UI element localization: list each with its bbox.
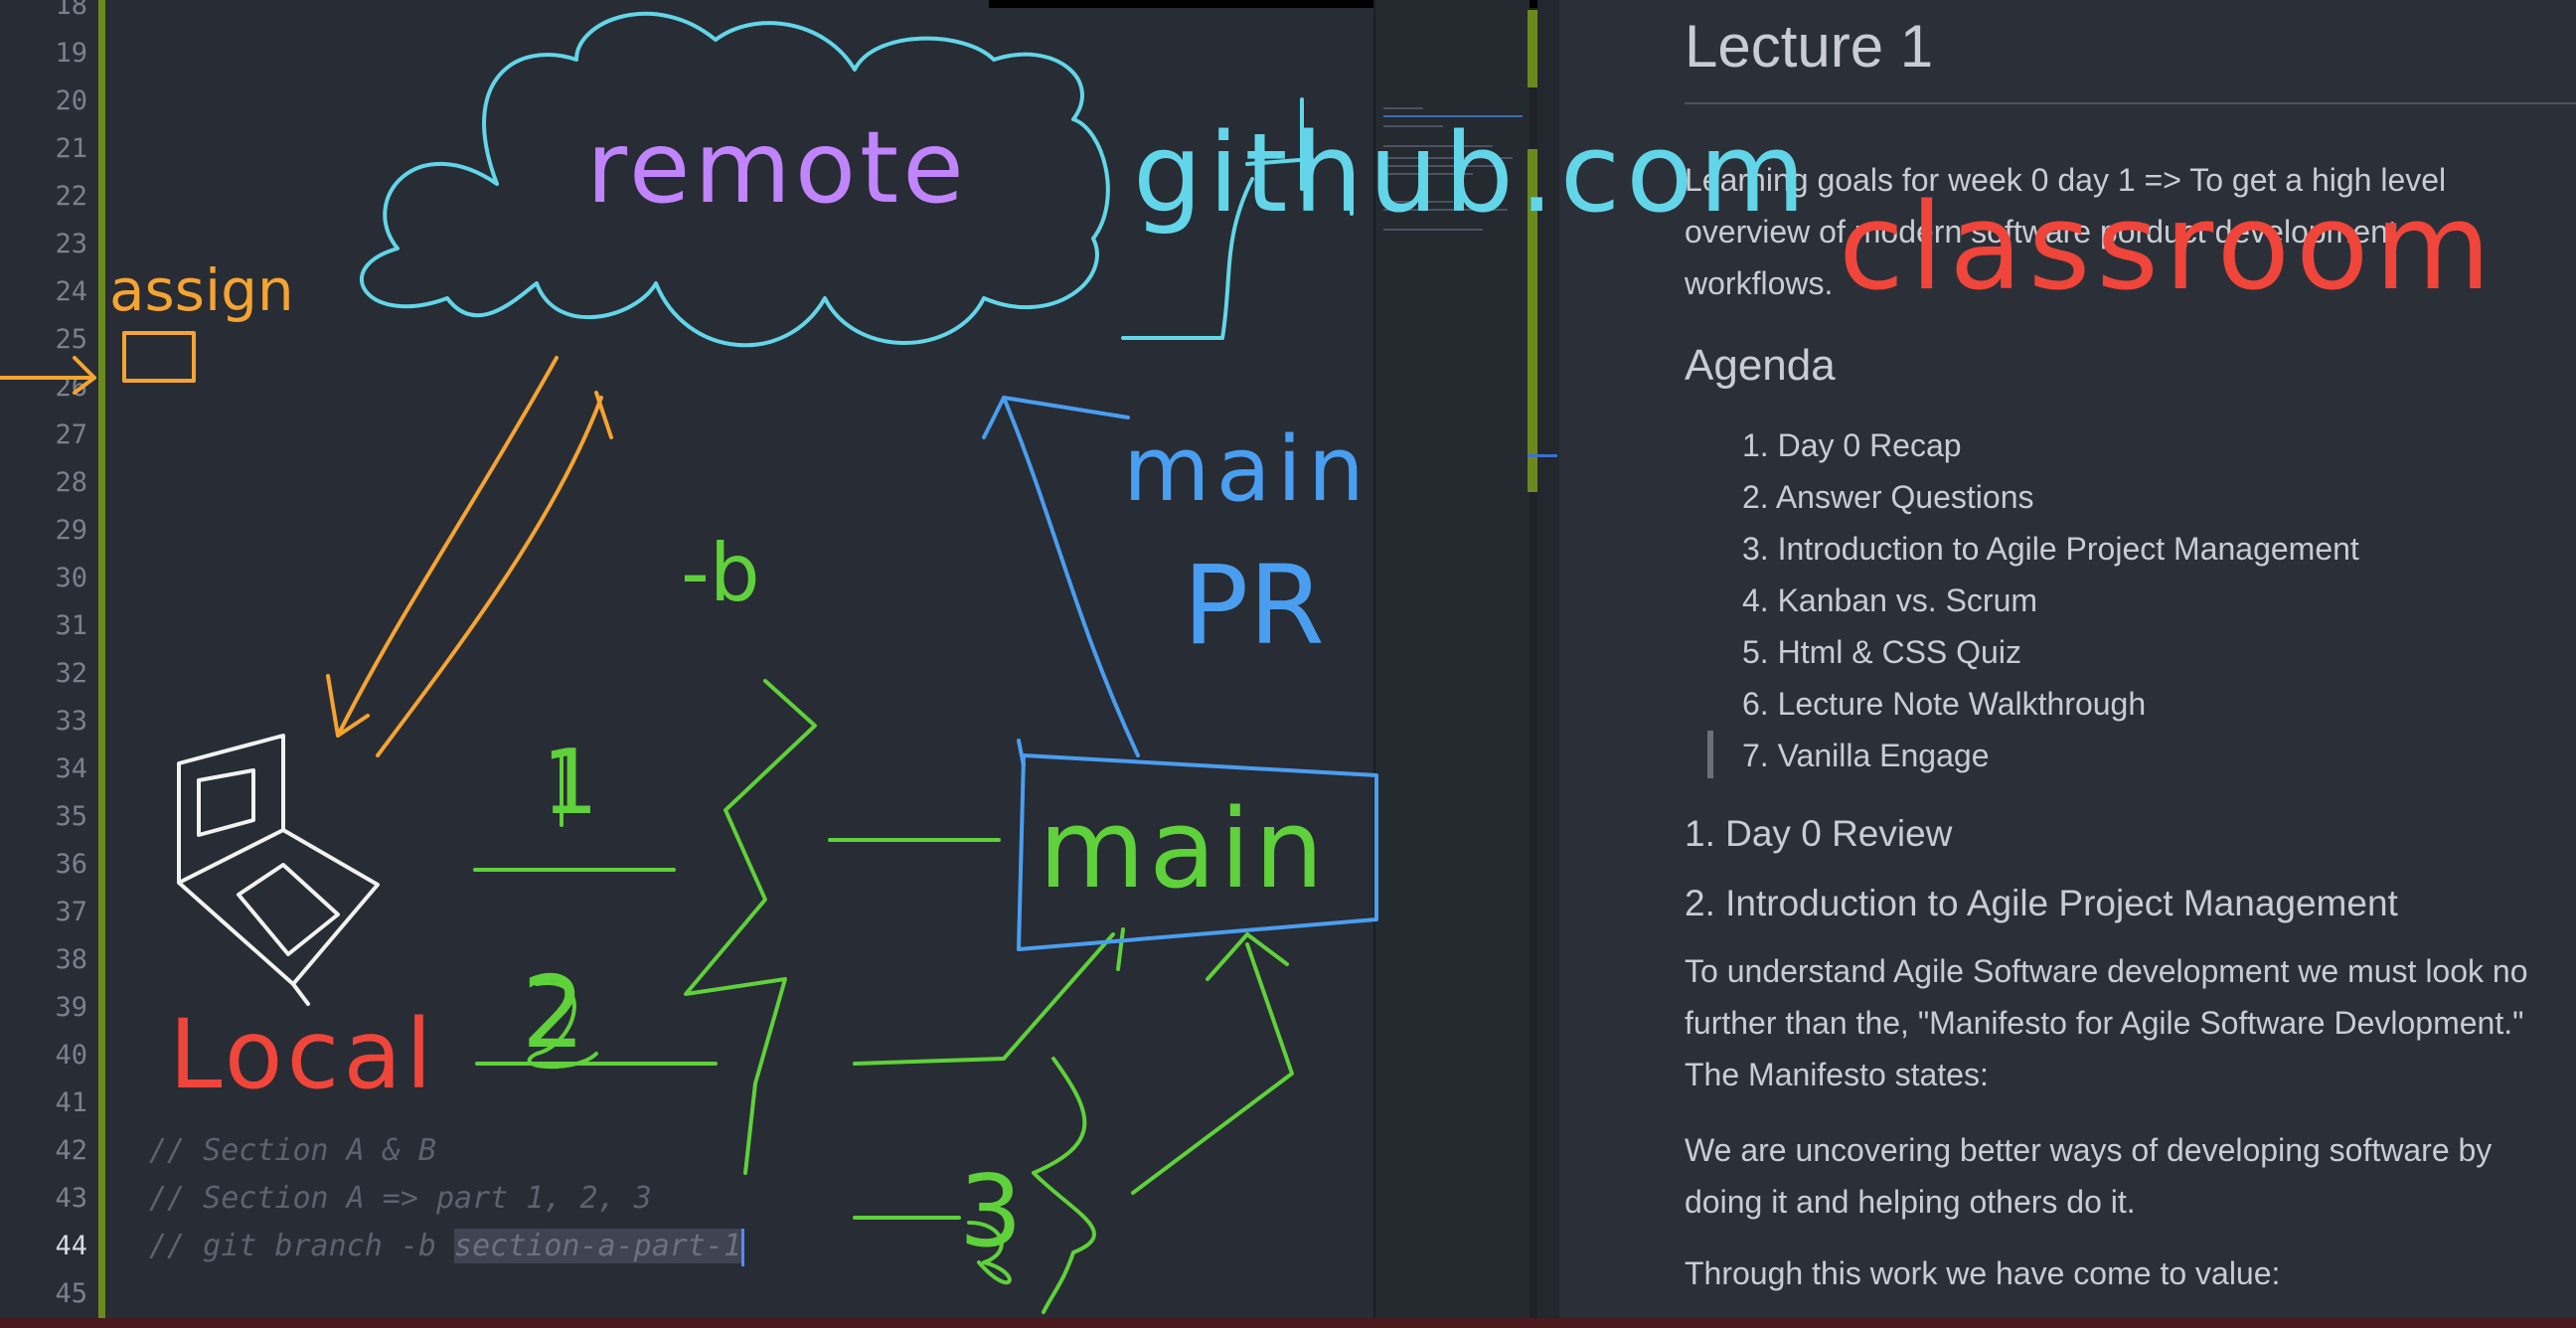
line-number: 37 — [55, 897, 87, 927]
minimap-change-marker — [1528, 149, 1537, 492]
page-title: Lecture 1 — [1685, 13, 1934, 80]
agenda-item: 4. Kanban vs. Scrum — [1742, 582, 2038, 618]
section-paragraph: We are uncovering better ways of develop… — [1685, 1132, 2493, 1220]
code-line[interactable]: // Section A => part 1, 2, 3 — [149, 1181, 652, 1216]
agenda-item: 6. Lecture Note Walkthrough — [1742, 686, 2147, 722]
branch-2-label: 2 — [522, 954, 585, 1071]
main-label: main — [1123, 417, 1370, 522]
find-widget — [989, 0, 1610, 8]
line-number: 27 — [55, 419, 87, 450]
minimap-line — [1383, 209, 1508, 211]
line-number: 22 — [55, 181, 87, 212]
minimap-line — [1383, 125, 1443, 127]
line-number: 26 — [55, 372, 87, 403]
minimap-change-marker — [1528, 10, 1537, 87]
minimap-line — [1383, 107, 1423, 109]
text-cursor — [741, 1228, 745, 1266]
line-number: 40 — [55, 1040, 87, 1071]
line-number: 23 — [55, 229, 87, 259]
local-label: Local — [169, 999, 436, 1110]
minimap-line — [1383, 165, 1503, 167]
agenda-heading: Agenda — [1685, 341, 1836, 390]
minimap[interactable] — [1373, 0, 1530, 1318]
line-number: 21 — [55, 133, 87, 164]
code-line[interactable]: // Section A & B — [149, 1133, 436, 1168]
remote-label: remote — [586, 109, 968, 226]
line-number: 29 — [55, 515, 87, 546]
line-number: 32 — [55, 658, 87, 689]
section-paragraph: Through this work we have come to value: — [1685, 1255, 2281, 1291]
agenda-item: 2. Answer Questions — [1742, 479, 2034, 515]
line-number-gutter: 18 19 20 21 22 23 24 25 26 27 28 29 30 3… — [0, 0, 99, 1318]
line-number-current: 44 — [55, 1231, 87, 1261]
line-number: 33 — [55, 706, 87, 737]
text-selection: section-a-part-1 — [454, 1229, 742, 1263]
agenda-item: 7. Vanilla Engage — [1742, 738, 1990, 773]
line-number: 24 — [55, 276, 87, 307]
line-number: 38 — [55, 944, 87, 975]
pr-label: PR — [1183, 542, 1325, 669]
line-number: 28 — [55, 467, 87, 498]
minimap-line — [1383, 201, 1453, 203]
line-number: 43 — [55, 1183, 87, 1214]
github-label: github.com — [1133, 109, 1812, 237]
git-modified-indicator — [98, 0, 105, 1318]
line-number: 36 — [55, 849, 87, 880]
agenda-list: 1. Day 0 Recap 2. Answer Questions 3. In… — [1742, 419, 2359, 781]
minimap-line — [1383, 115, 1523, 117]
line-number: 35 — [55, 801, 87, 832]
line-number: 42 — [55, 1135, 87, 1166]
section-heading: 2. Introduction to Agile Project Managem… — [1685, 883, 2398, 923]
agenda-item: 1. Day 0 Recap — [1742, 427, 1962, 463]
assign-label: assign — [109, 256, 294, 324]
main-box-label: main — [1039, 785, 1328, 913]
status-strip — [0, 1318, 2576, 1328]
line-number: 45 — [55, 1278, 87, 1309]
branch-flag-label: -b — [681, 527, 760, 619]
markdown-preview[interactable]: Lecture 1 Learning goals for week 0 day … — [1559, 0, 2576, 1318]
agenda-item: 5. Html & CSS Quiz — [1742, 634, 2021, 670]
agenda-item: 3. Introduction to Agile Project Managem… — [1742, 531, 2359, 567]
intro-paragraph: Learning goals for week 0 day 1 => To ge… — [1685, 162, 2447, 301]
classroom-label: classroom — [1839, 179, 2497, 317]
code-line-current[interactable]: // git branch -b section-a-part-1 — [149, 1223, 745, 1270]
section-heading: 1. Day 0 Review — [1685, 813, 1953, 854]
scrollbar[interactable] — [1537, 0, 1559, 1318]
minimap-line — [1383, 173, 1473, 175]
minimap-line — [1383, 157, 1513, 159]
branch-3-label: 3 — [959, 1153, 1023, 1269]
line-number: 25 — [55, 324, 87, 355]
title-divider — [1685, 102, 2576, 104]
minimap-line — [1383, 145, 1493, 147]
section-paragraph: To understand Agile Software development… — [1685, 953, 2528, 1092]
line-number: 41 — [55, 1087, 87, 1118]
active-line-indicator — [1707, 731, 1713, 778]
line-number: 39 — [55, 992, 87, 1023]
line-number: 20 — [55, 85, 87, 116]
line-number: 34 — [55, 753, 87, 784]
branch-1-label: 1 — [542, 731, 599, 835]
scrollbar-cursor-marker — [1528, 454, 1557, 457]
code-text: // git branch -b — [149, 1229, 455, 1263]
minimap-line — [1383, 229, 1483, 231]
line-number: 31 — [55, 610, 87, 641]
line-number: 19 — [55, 38, 87, 69]
line-number: 30 — [55, 563, 87, 593]
line-number: 18 — [55, 0, 87, 21]
